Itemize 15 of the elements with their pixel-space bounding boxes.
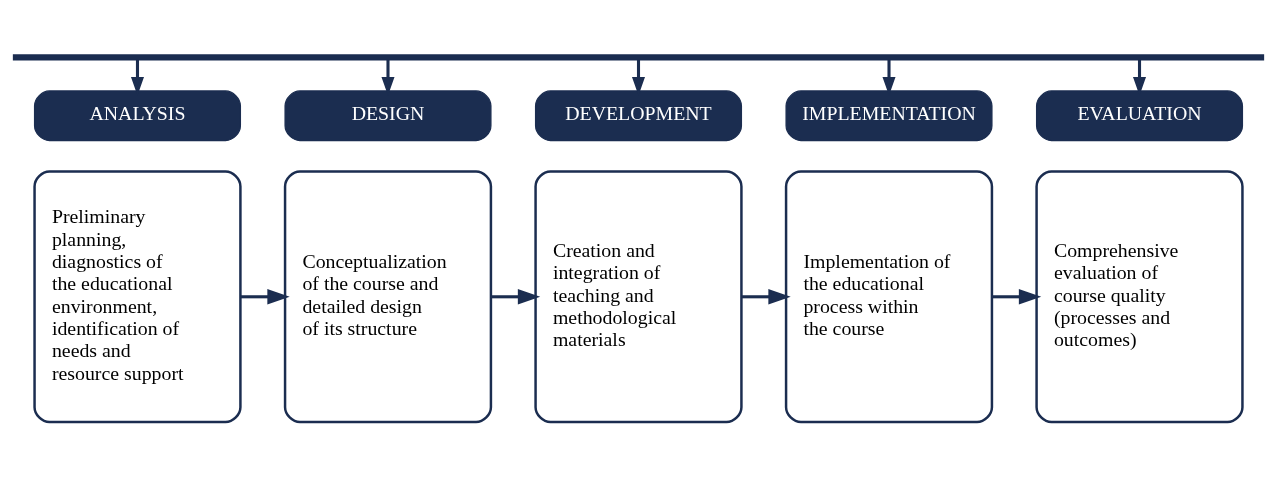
node-box: ANALYSIS <box>33 90 242 142</box>
node-box: IMPLEMENTATION <box>785 90 993 142</box>
arrow <box>490 288 541 305</box>
arrow <box>240 288 290 305</box>
node-box: Preliminary planning, diagnostics of the educational environment, identification of needs and resource support <box>33 170 242 424</box>
node-bar <box>12 54 1265 61</box>
node-box: Creation and integration of teaching and methodological materials <box>534 170 743 424</box>
node-box: Conceptualization of the course and detailed design of its structure <box>283 170 493 424</box>
node-box: Implementation of the educational process within the course <box>784 170 994 424</box>
arrow <box>741 288 791 305</box>
arrow <box>992 288 1042 305</box>
node-box: DESIGN <box>284 90 492 142</box>
node-box: DEVELOPMENT <box>534 90 743 142</box>
node-box: Comprehensive evaluation of course quality (processes and outcomes) <box>1035 170 1244 424</box>
node-box: EVALUATION <box>1035 90 1244 142</box>
